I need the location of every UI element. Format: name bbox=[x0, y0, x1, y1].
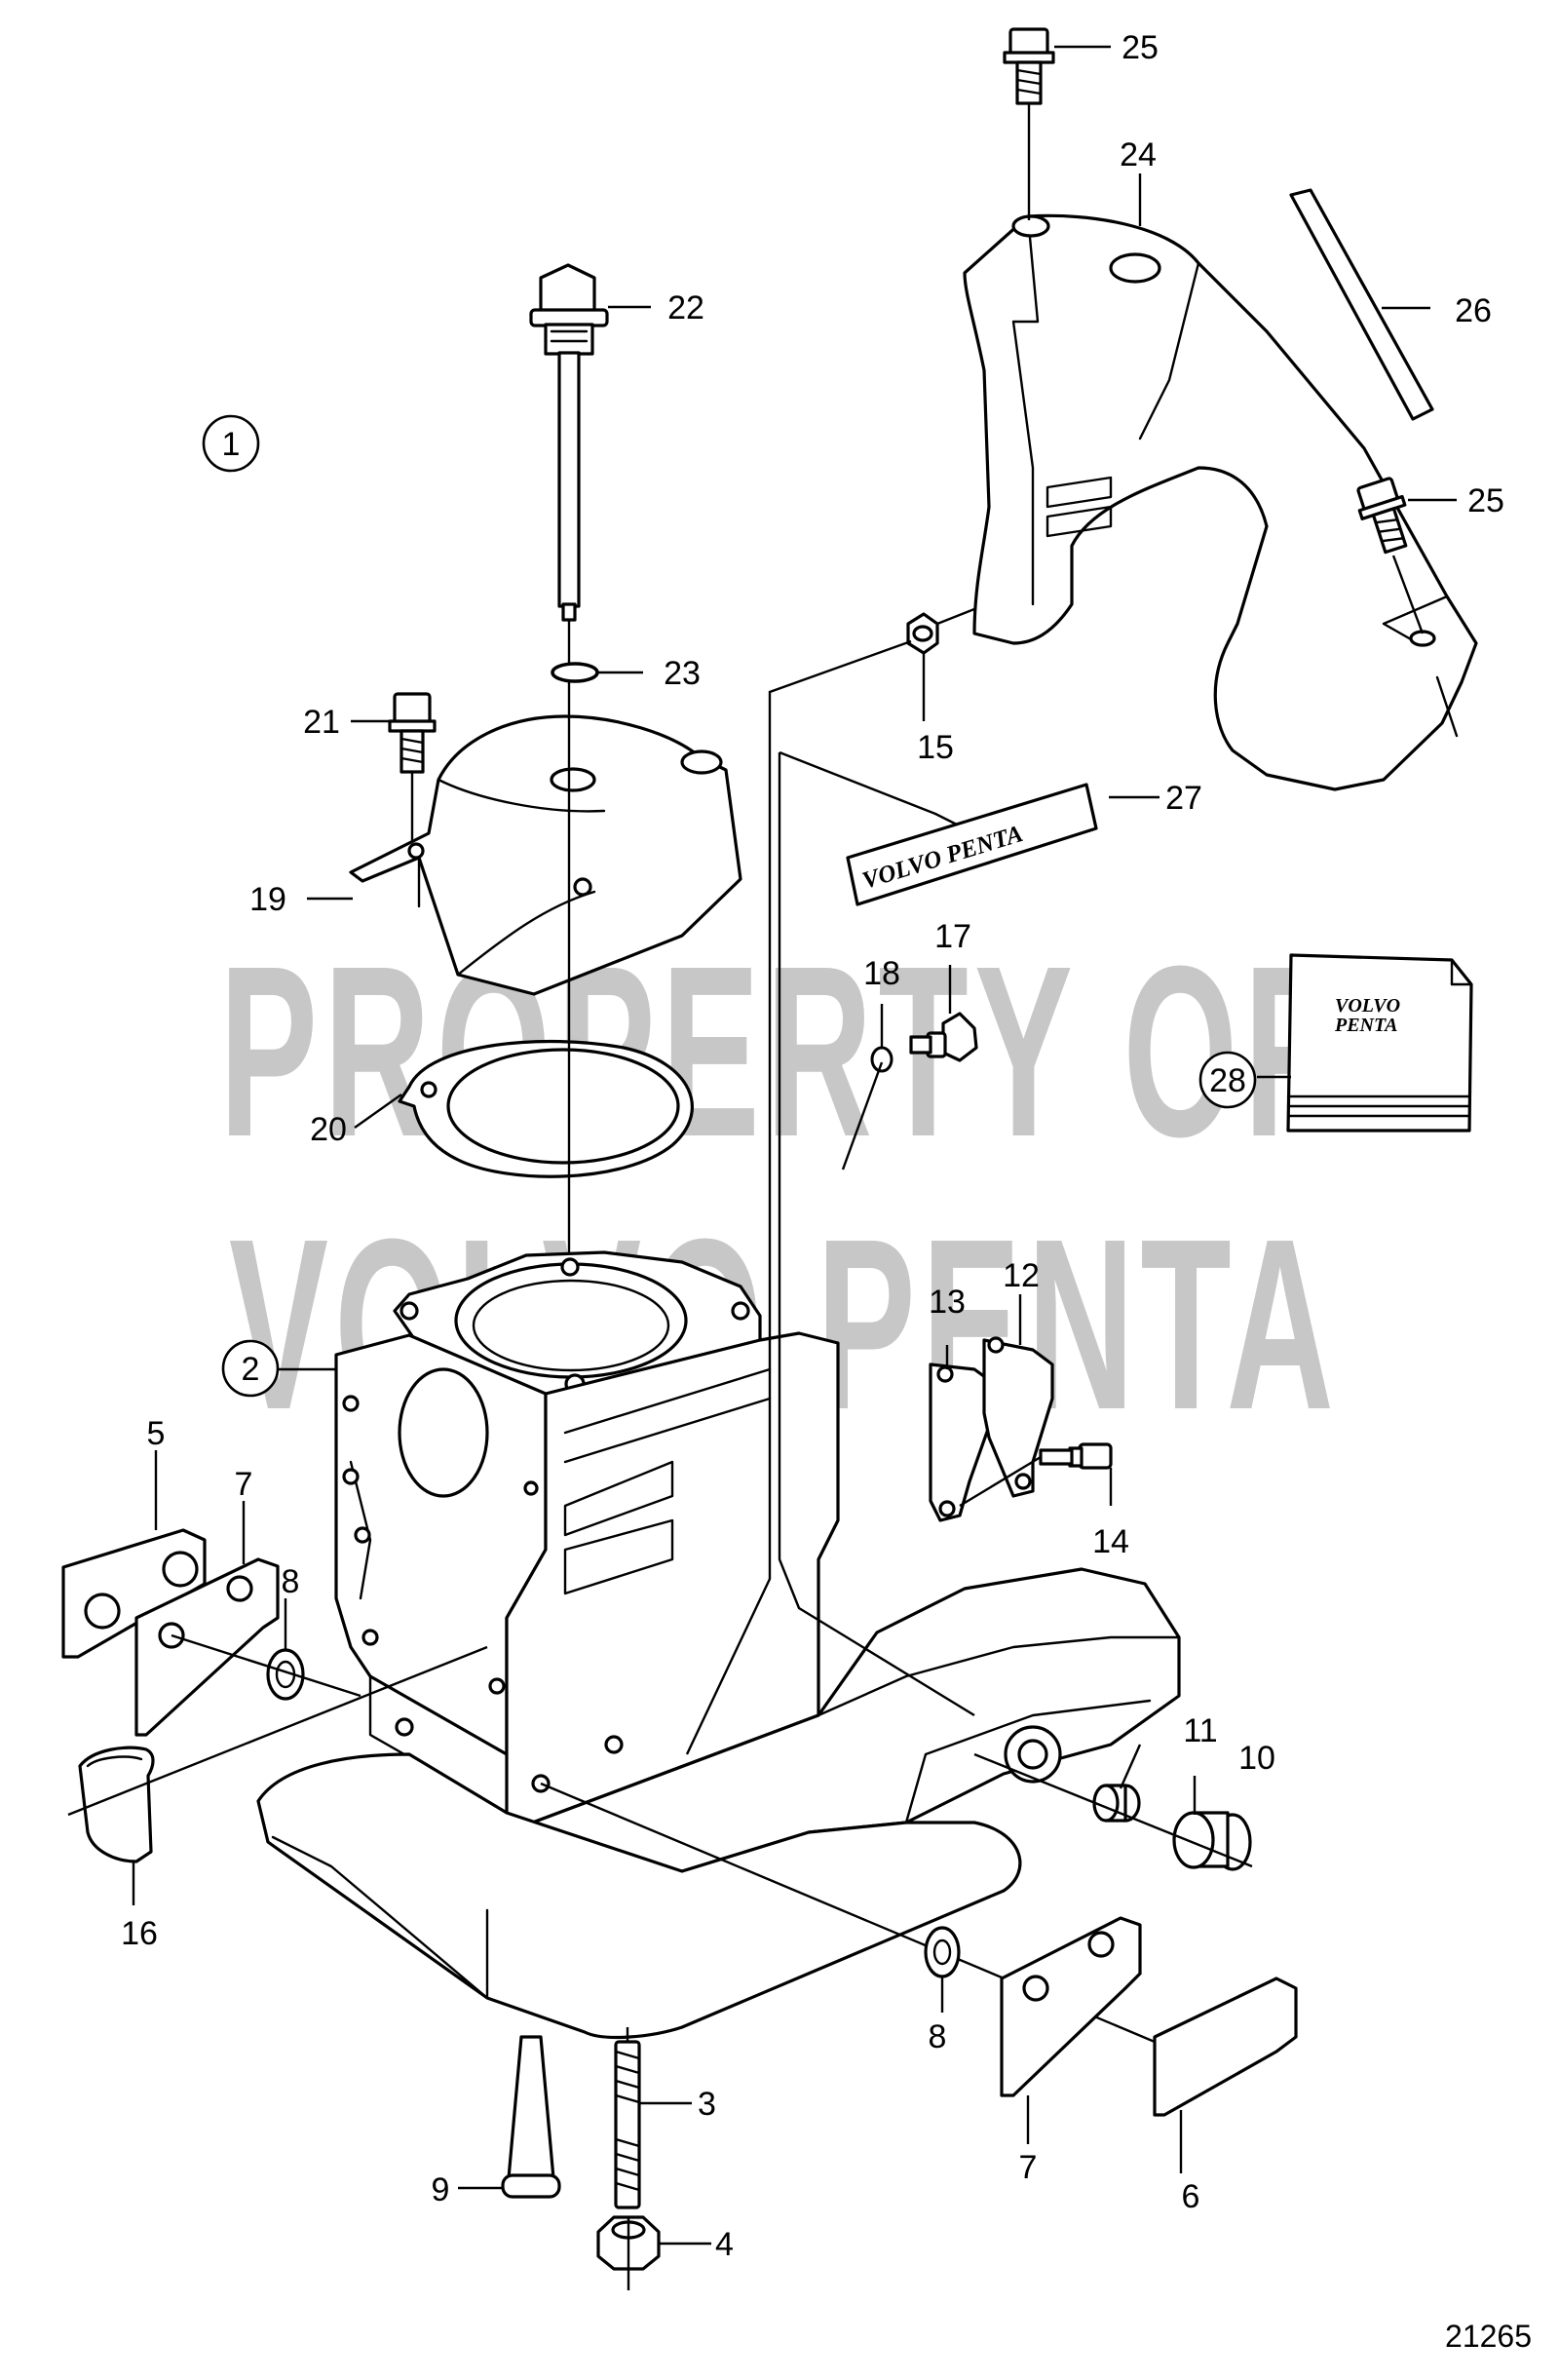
leader-axis-plug bbox=[841, 1061, 884, 1171]
cover-plate-12-part bbox=[982, 1336, 1054, 1498]
leader-axis-washer-left bbox=[171, 1633, 361, 1698]
callout-14: 14 bbox=[1092, 1523, 1129, 1560]
callout-19: 19 bbox=[249, 881, 286, 918]
callout-circle-28 bbox=[1198, 1051, 1257, 1109]
callouts: 1 2 3 4 5 6 7 7 8 8 9 10 11 12 13 14 15 … bbox=[121, 29, 1504, 2263]
callout-2: 2 bbox=[242, 1351, 260, 1388]
block-6-part bbox=[1153, 1977, 1298, 2117]
nut-15-part bbox=[906, 612, 939, 655]
callout-1: 1 bbox=[222, 426, 241, 463]
decal-part: VOLVO PENTA bbox=[846, 783, 1098, 906]
callout-circle-2 bbox=[221, 1339, 280, 1398]
pin-9-part bbox=[501, 2035, 561, 2199]
callout-8-left: 8 bbox=[282, 1563, 300, 1600]
callout-24: 24 bbox=[1120, 136, 1157, 173]
callout-leaders bbox=[132, 45, 1457, 2246]
nut-4-part bbox=[596, 2215, 661, 2290]
callout-26: 26 bbox=[1455, 292, 1492, 329]
gasket-part bbox=[398, 1039, 694, 1178]
figure-number: 21265 bbox=[1445, 2319, 1532, 2354]
trim-cover-part bbox=[963, 213, 1478, 791]
plate-7-right-part bbox=[1000, 1916, 1142, 2097]
callout-circle-1 bbox=[202, 414, 260, 473]
washer-8-left-part bbox=[266, 1648, 305, 1701]
callout-6: 6 bbox=[1182, 2178, 1200, 2215]
bushing-11-part bbox=[1092, 1784, 1141, 1823]
callout-23: 23 bbox=[664, 655, 701, 692]
callout-16: 16 bbox=[121, 1915, 158, 1952]
anode-strip-part bbox=[1289, 188, 1434, 421]
manual-text-line-1: VOLVO bbox=[1335, 995, 1400, 1017]
block-part bbox=[61, 1528, 207, 1659]
callout-25-right: 25 bbox=[1467, 482, 1504, 519]
guide-line-decal-2 bbox=[778, 752, 975, 1717]
guide-line-bolt-25-right bbox=[1391, 555, 1425, 634]
washer-8-right-part bbox=[924, 1926, 961, 1978]
plug-17-part bbox=[909, 1012, 978, 1062]
upper-cover-part bbox=[349, 714, 742, 996]
callout-7-right: 7 bbox=[1019, 2149, 1038, 2186]
callout-7-left: 7 bbox=[235, 1466, 253, 1503]
callout-4: 4 bbox=[715, 2226, 734, 2263]
callout-12: 12 bbox=[1003, 1257, 1040, 1294]
callout-9: 9 bbox=[432, 2171, 450, 2208]
callout-13: 13 bbox=[929, 1284, 966, 1321]
leader-axis-screw-14 bbox=[959, 1455, 1042, 1508]
callout-11: 11 bbox=[1183, 1712, 1217, 1749]
callout-15: 15 bbox=[917, 729, 954, 766]
callout-25-top: 25 bbox=[1122, 29, 1159, 66]
callout-20: 20 bbox=[310, 1111, 347, 1148]
stud-3-part bbox=[614, 2027, 641, 2209]
leader-axis-seal bbox=[67, 1645, 488, 1817]
callout-17: 17 bbox=[934, 918, 971, 955]
callout-5: 5 bbox=[147, 1415, 166, 1452]
o-ring-part bbox=[551, 662, 599, 683]
bolt-25-right-part bbox=[1356, 477, 1408, 555]
guide-line-nut-15 bbox=[685, 639, 912, 1755]
callout-18: 18 bbox=[863, 955, 900, 992]
callout-22: 22 bbox=[667, 289, 704, 326]
callout-3: 3 bbox=[698, 2086, 716, 2123]
seal-16-part bbox=[78, 1746, 155, 1863]
bolt-25-top-part bbox=[1003, 27, 1055, 220]
guide-line-nut-15-top bbox=[936, 607, 975, 626]
guide-line-drain bbox=[973, 1752, 1253, 1868]
callout-10: 10 bbox=[1238, 1740, 1275, 1777]
cover-plate-13-part bbox=[929, 1363, 994, 1522]
main-housing-part bbox=[256, 1250, 1181, 2040]
manual-text-line-2: PENTA bbox=[1334, 1015, 1397, 1036]
callout-27: 27 bbox=[1165, 780, 1202, 817]
watermark-line-1: PROPERTY OF bbox=[219, 915, 1340, 1187]
callout-8-right: 8 bbox=[929, 2018, 947, 2055]
dipstick-part bbox=[529, 263, 609, 663]
bolt-21-part bbox=[388, 692, 437, 848]
manual-part: VOLVO PENTA bbox=[1286, 953, 1473, 1132]
callout-28: 28 bbox=[1209, 1062, 1246, 1099]
callout-21: 21 bbox=[303, 704, 340, 741]
